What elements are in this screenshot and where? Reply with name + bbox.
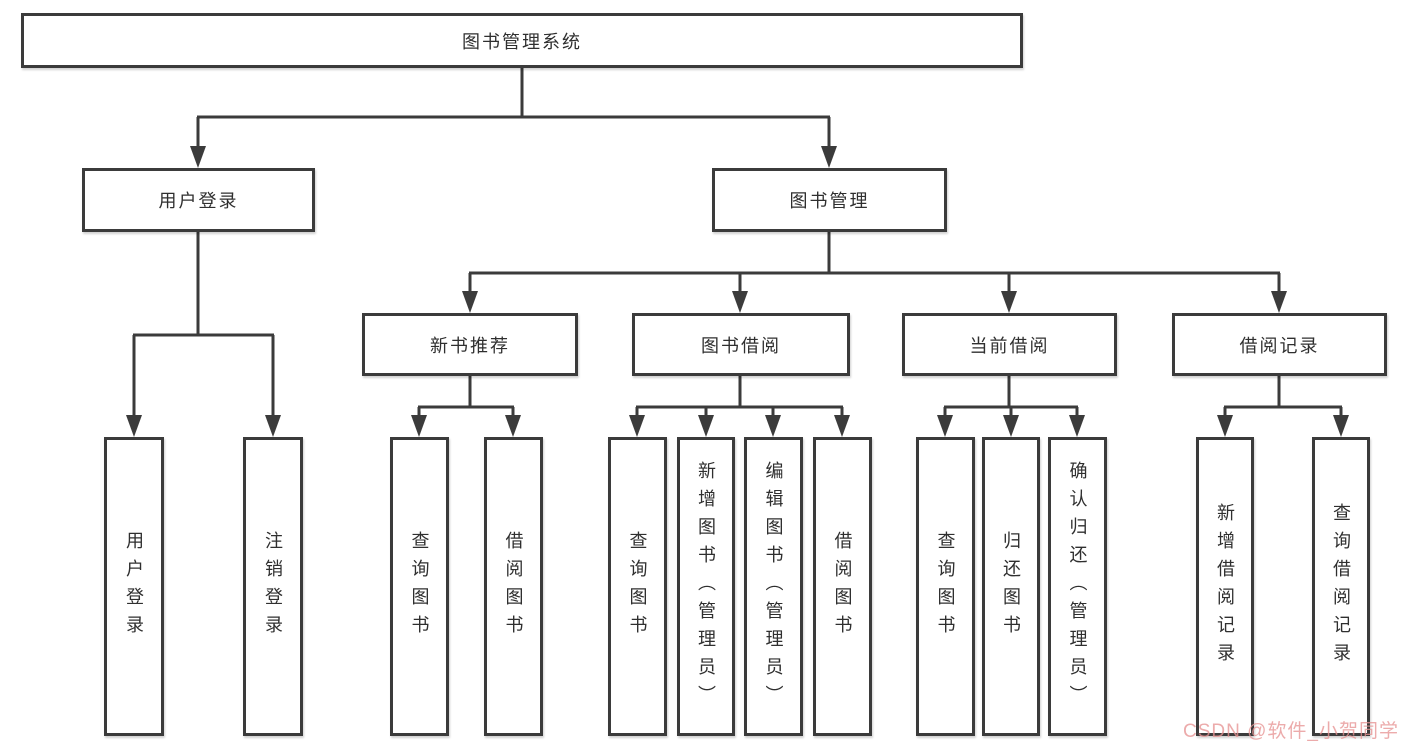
leaf-add-borrow-record-label: 新增借阅记录 <box>1215 502 1235 671</box>
leaf-add-borrow-record: 新增借阅记录 <box>1196 437 1254 736</box>
leaf-query-books-recommend: 查询图书 <box>390 437 449 736</box>
csdn-watermark: CSDN @软件_小贺同学 <box>1183 721 1399 742</box>
leaf-query-books-label: 查询图书 <box>627 530 648 643</box>
leaf-return-books: 归还图书 <box>982 437 1040 736</box>
leaf-borrow-books-recommend-label: 借阅图书 <box>503 530 524 643</box>
leaf-query-books: 查询图书 <box>608 437 667 736</box>
leaf-query-borrow-record-label: 查询借阅记录 <box>1331 502 1351 671</box>
node-user-login: 用户登录 <box>82 168 315 232</box>
leaf-query-books-current-label: 查询图书 <box>935 530 956 643</box>
node-borrow-record-label: 借阅记录 <box>1239 335 1320 356</box>
leaf-query-books-current: 查询图书 <box>916 437 975 736</box>
leaf-borrow-books: 借阅图书 <box>813 437 872 736</box>
node-borrow-record: 借阅记录 <box>1172 313 1387 376</box>
arrowheads <box>126 146 1349 437</box>
node-new-book-recommend: 新书推荐 <box>362 313 578 376</box>
leaf-borrow-books-recommend: 借阅图书 <box>484 437 543 736</box>
node-root-library-system: 图书管理系统 <box>21 13 1023 68</box>
node-book-management-label: 图书管理 <box>789 191 870 211</box>
leaf-confirm-return-admin-label: 确认归还（管理员） <box>1067 460 1088 713</box>
node-user-login-label: 用户登录 <box>158 191 239 211</box>
node-book-management: 图书管理 <box>712 168 947 232</box>
leaf-logout-label: 注销登录 <box>263 530 283 643</box>
leaf-edit-books-admin: 编辑图书（管理员） <box>744 437 803 736</box>
leaf-add-books-admin: 新增图书（管理员） <box>677 437 735 736</box>
node-new-book-recommend-label: 新书推荐 <box>430 335 510 356</box>
leaf-return-books-label: 归还图书 <box>1001 530 1021 643</box>
leaf-user-login-label: 用户登录 <box>124 530 144 643</box>
leaf-confirm-return-admin: 确认归还（管理员） <box>1048 437 1107 736</box>
leaf-edit-books-admin-label: 编辑图书（管理员） <box>763 460 784 713</box>
node-current-borrow: 当前借阅 <box>902 313 1117 376</box>
node-book-borrow: 图书借阅 <box>632 313 850 376</box>
leaf-logout: 注销登录 <box>243 437 303 736</box>
leaf-user-login: 用户登录 <box>104 437 164 736</box>
node-root-label: 图书管理系统 <box>462 31 582 52</box>
leaf-query-borrow-record: 查询借阅记录 <box>1312 437 1370 736</box>
node-book-borrow-label: 图书借阅 <box>701 335 781 356</box>
leaf-borrow-books-label: 借阅图书 <box>832 530 853 643</box>
node-current-borrow-label: 当前借阅 <box>969 335 1050 356</box>
leaf-add-books-admin-label: 新增图书（管理员） <box>696 460 716 713</box>
leaf-query-books-recommend-label: 查询图书 <box>409 530 430 643</box>
